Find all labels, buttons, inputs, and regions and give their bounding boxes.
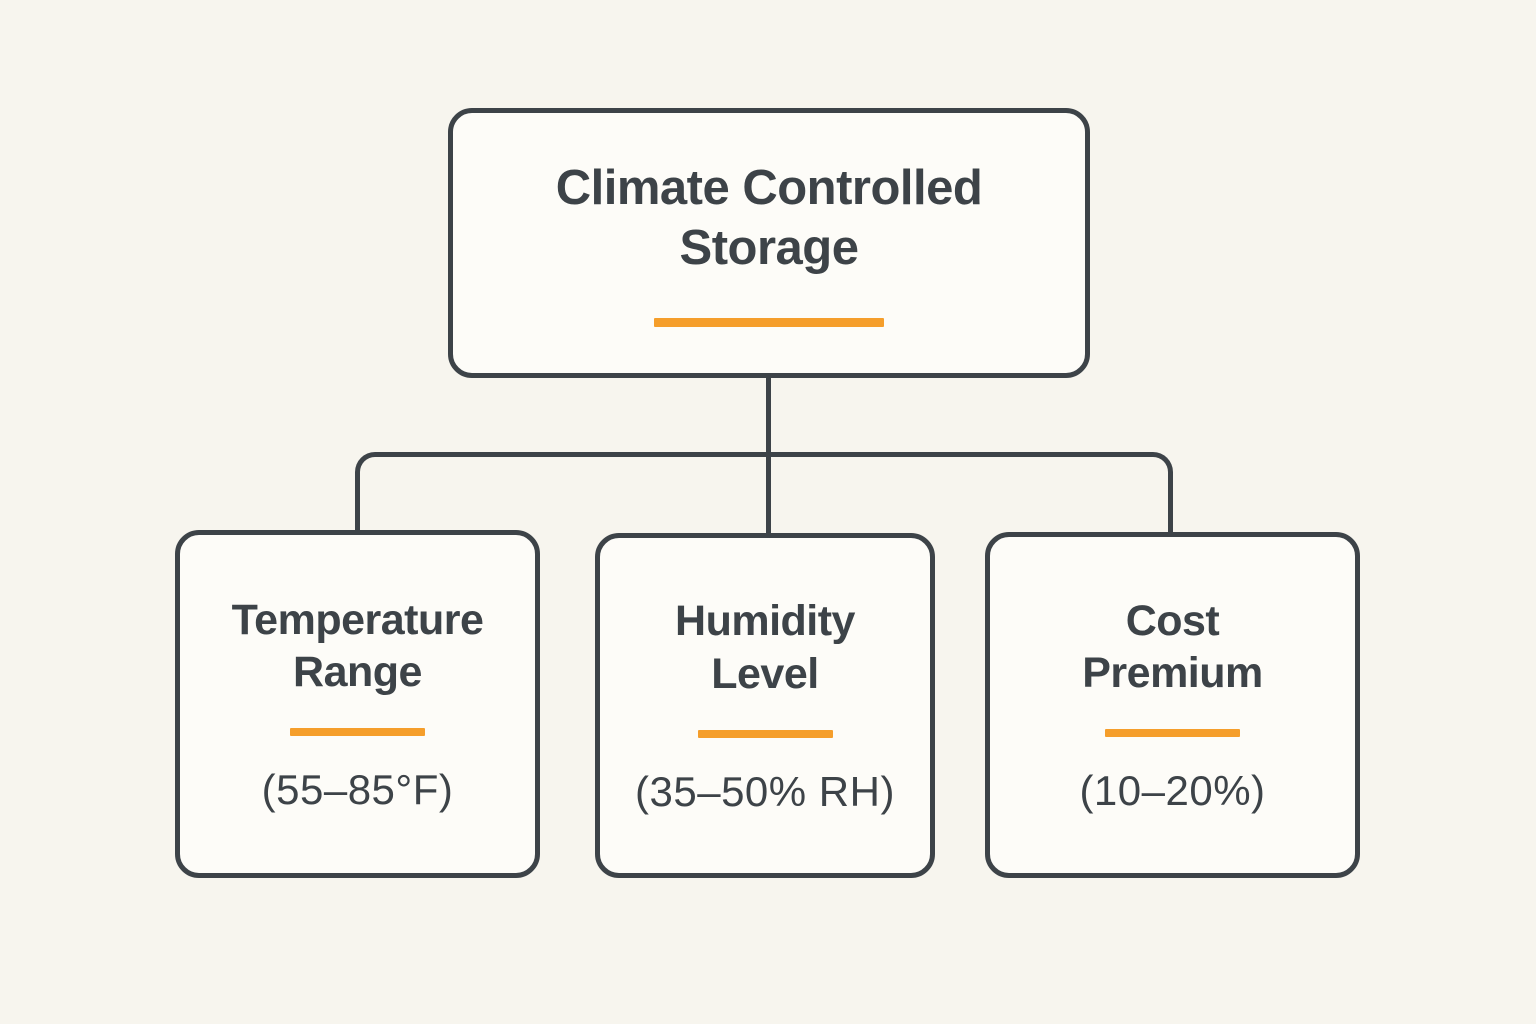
node-title: Cost Premium	[1082, 596, 1263, 697]
accent-underline	[697, 729, 833, 738]
node-title: Temperature Range	[231, 595, 484, 696]
connector-branch-rail	[355, 452, 1173, 536]
node-temperature-range: Temperature Range (55–85°F)	[175, 530, 540, 878]
node-climate-controlled-storage: Climate Controlled Storage	[448, 108, 1090, 378]
node-title: Humidity Level	[675, 597, 855, 698]
node-value: (10–20%)	[1079, 767, 1266, 815]
node-title: Climate Controlled Storage	[555, 160, 983, 275]
accent-underline	[290, 728, 425, 737]
node-value: (35–50% RH)	[635, 767, 895, 815]
accent-underline	[1105, 729, 1240, 738]
accent-underline	[654, 318, 884, 328]
node-value: (55–85°F)	[261, 766, 454, 814]
node-cost-premium: Cost Premium (10–20%)	[985, 532, 1360, 878]
node-humidity-level: Humidity Level (35–50% RH)	[595, 533, 935, 878]
